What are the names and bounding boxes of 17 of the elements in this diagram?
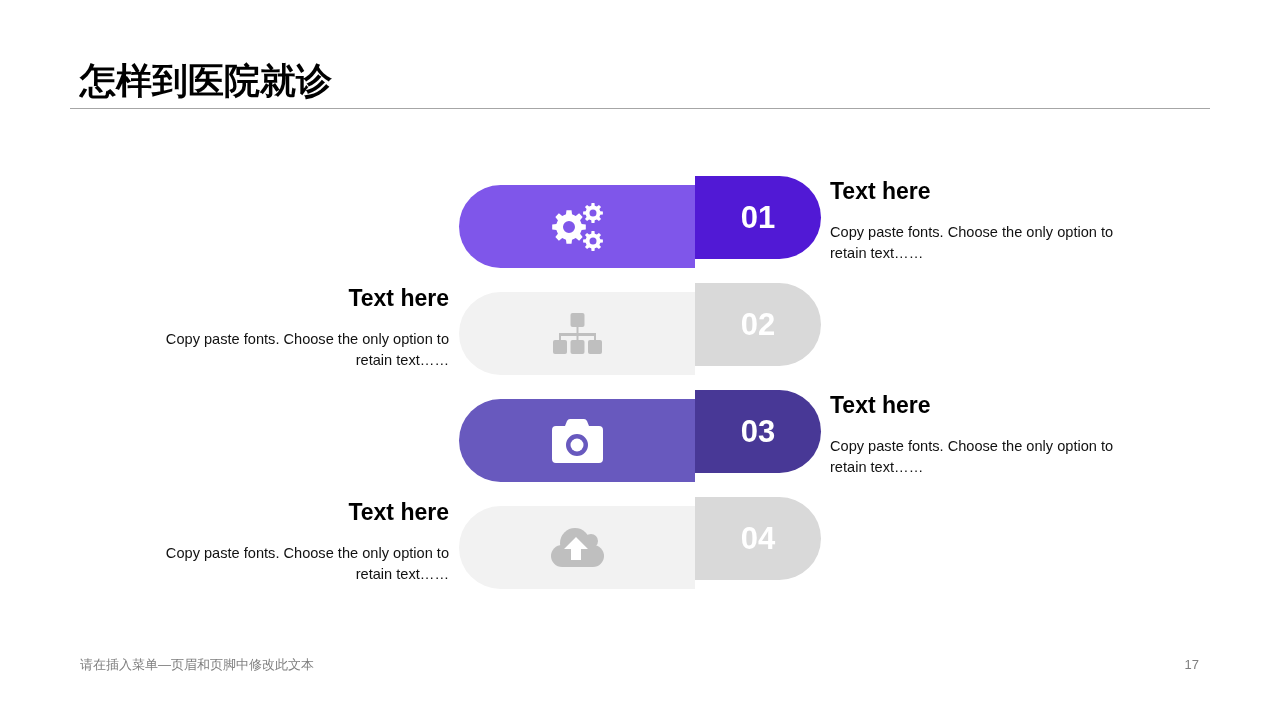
body-text: Copy paste fonts. Choose the only option to retain text…… xyxy=(830,437,1115,477)
number-tab: 03 xyxy=(695,390,821,473)
body-text: Copy paste fonts. Choose the only option to retain text…… xyxy=(830,223,1115,263)
page-title: 怎样到医院就诊 xyxy=(80,59,332,103)
footer-text: 请在插入菜单—页眉和页脚中修改此文本 xyxy=(80,656,314,674)
icon-panel xyxy=(459,185,695,268)
body-text: Copy paste fonts. Choose the only option to retain text…… xyxy=(164,330,449,370)
body-text: Copy paste fonts. Choose the only option to retain text…… xyxy=(164,544,449,584)
page-number: 17 xyxy=(1184,656,1199,674)
text-heading: Text here xyxy=(830,177,931,205)
number-tab: 01 xyxy=(695,176,821,259)
text-heading: Text here xyxy=(830,391,931,419)
text-heading: Text here xyxy=(348,284,449,312)
icon-panel xyxy=(459,292,695,375)
icon-panel xyxy=(459,399,695,482)
text-heading: Text here xyxy=(348,498,449,526)
icon-panel xyxy=(459,506,695,589)
